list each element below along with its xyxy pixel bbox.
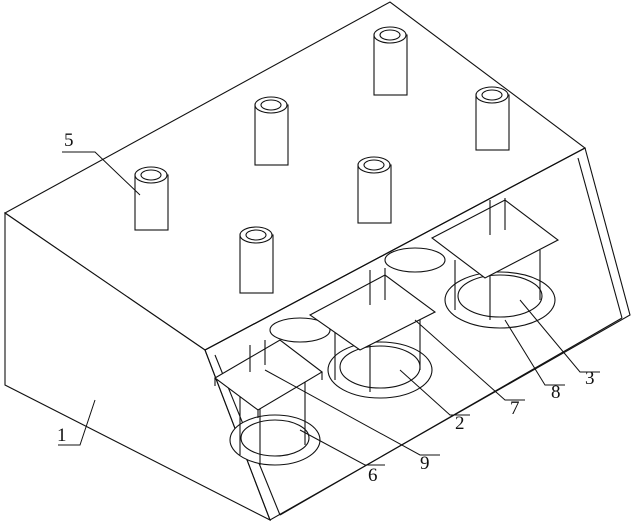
cylinders <box>134 26 510 294</box>
label-2: 2 <box>455 413 465 434</box>
label-6: 6 <box>368 465 378 486</box>
label-1: 1 <box>57 425 67 446</box>
label-7: 7 <box>510 398 520 419</box>
label-9: 9 <box>420 453 430 474</box>
housing <box>3 1 631 522</box>
lift-platforms <box>214 198 560 465</box>
leader-lines <box>58 151 600 466</box>
label-8: 8 <box>551 382 561 403</box>
label-3: 3 <box>585 368 595 389</box>
label-5: 5 <box>64 130 74 151</box>
bottom-rings <box>229 247 556 466</box>
